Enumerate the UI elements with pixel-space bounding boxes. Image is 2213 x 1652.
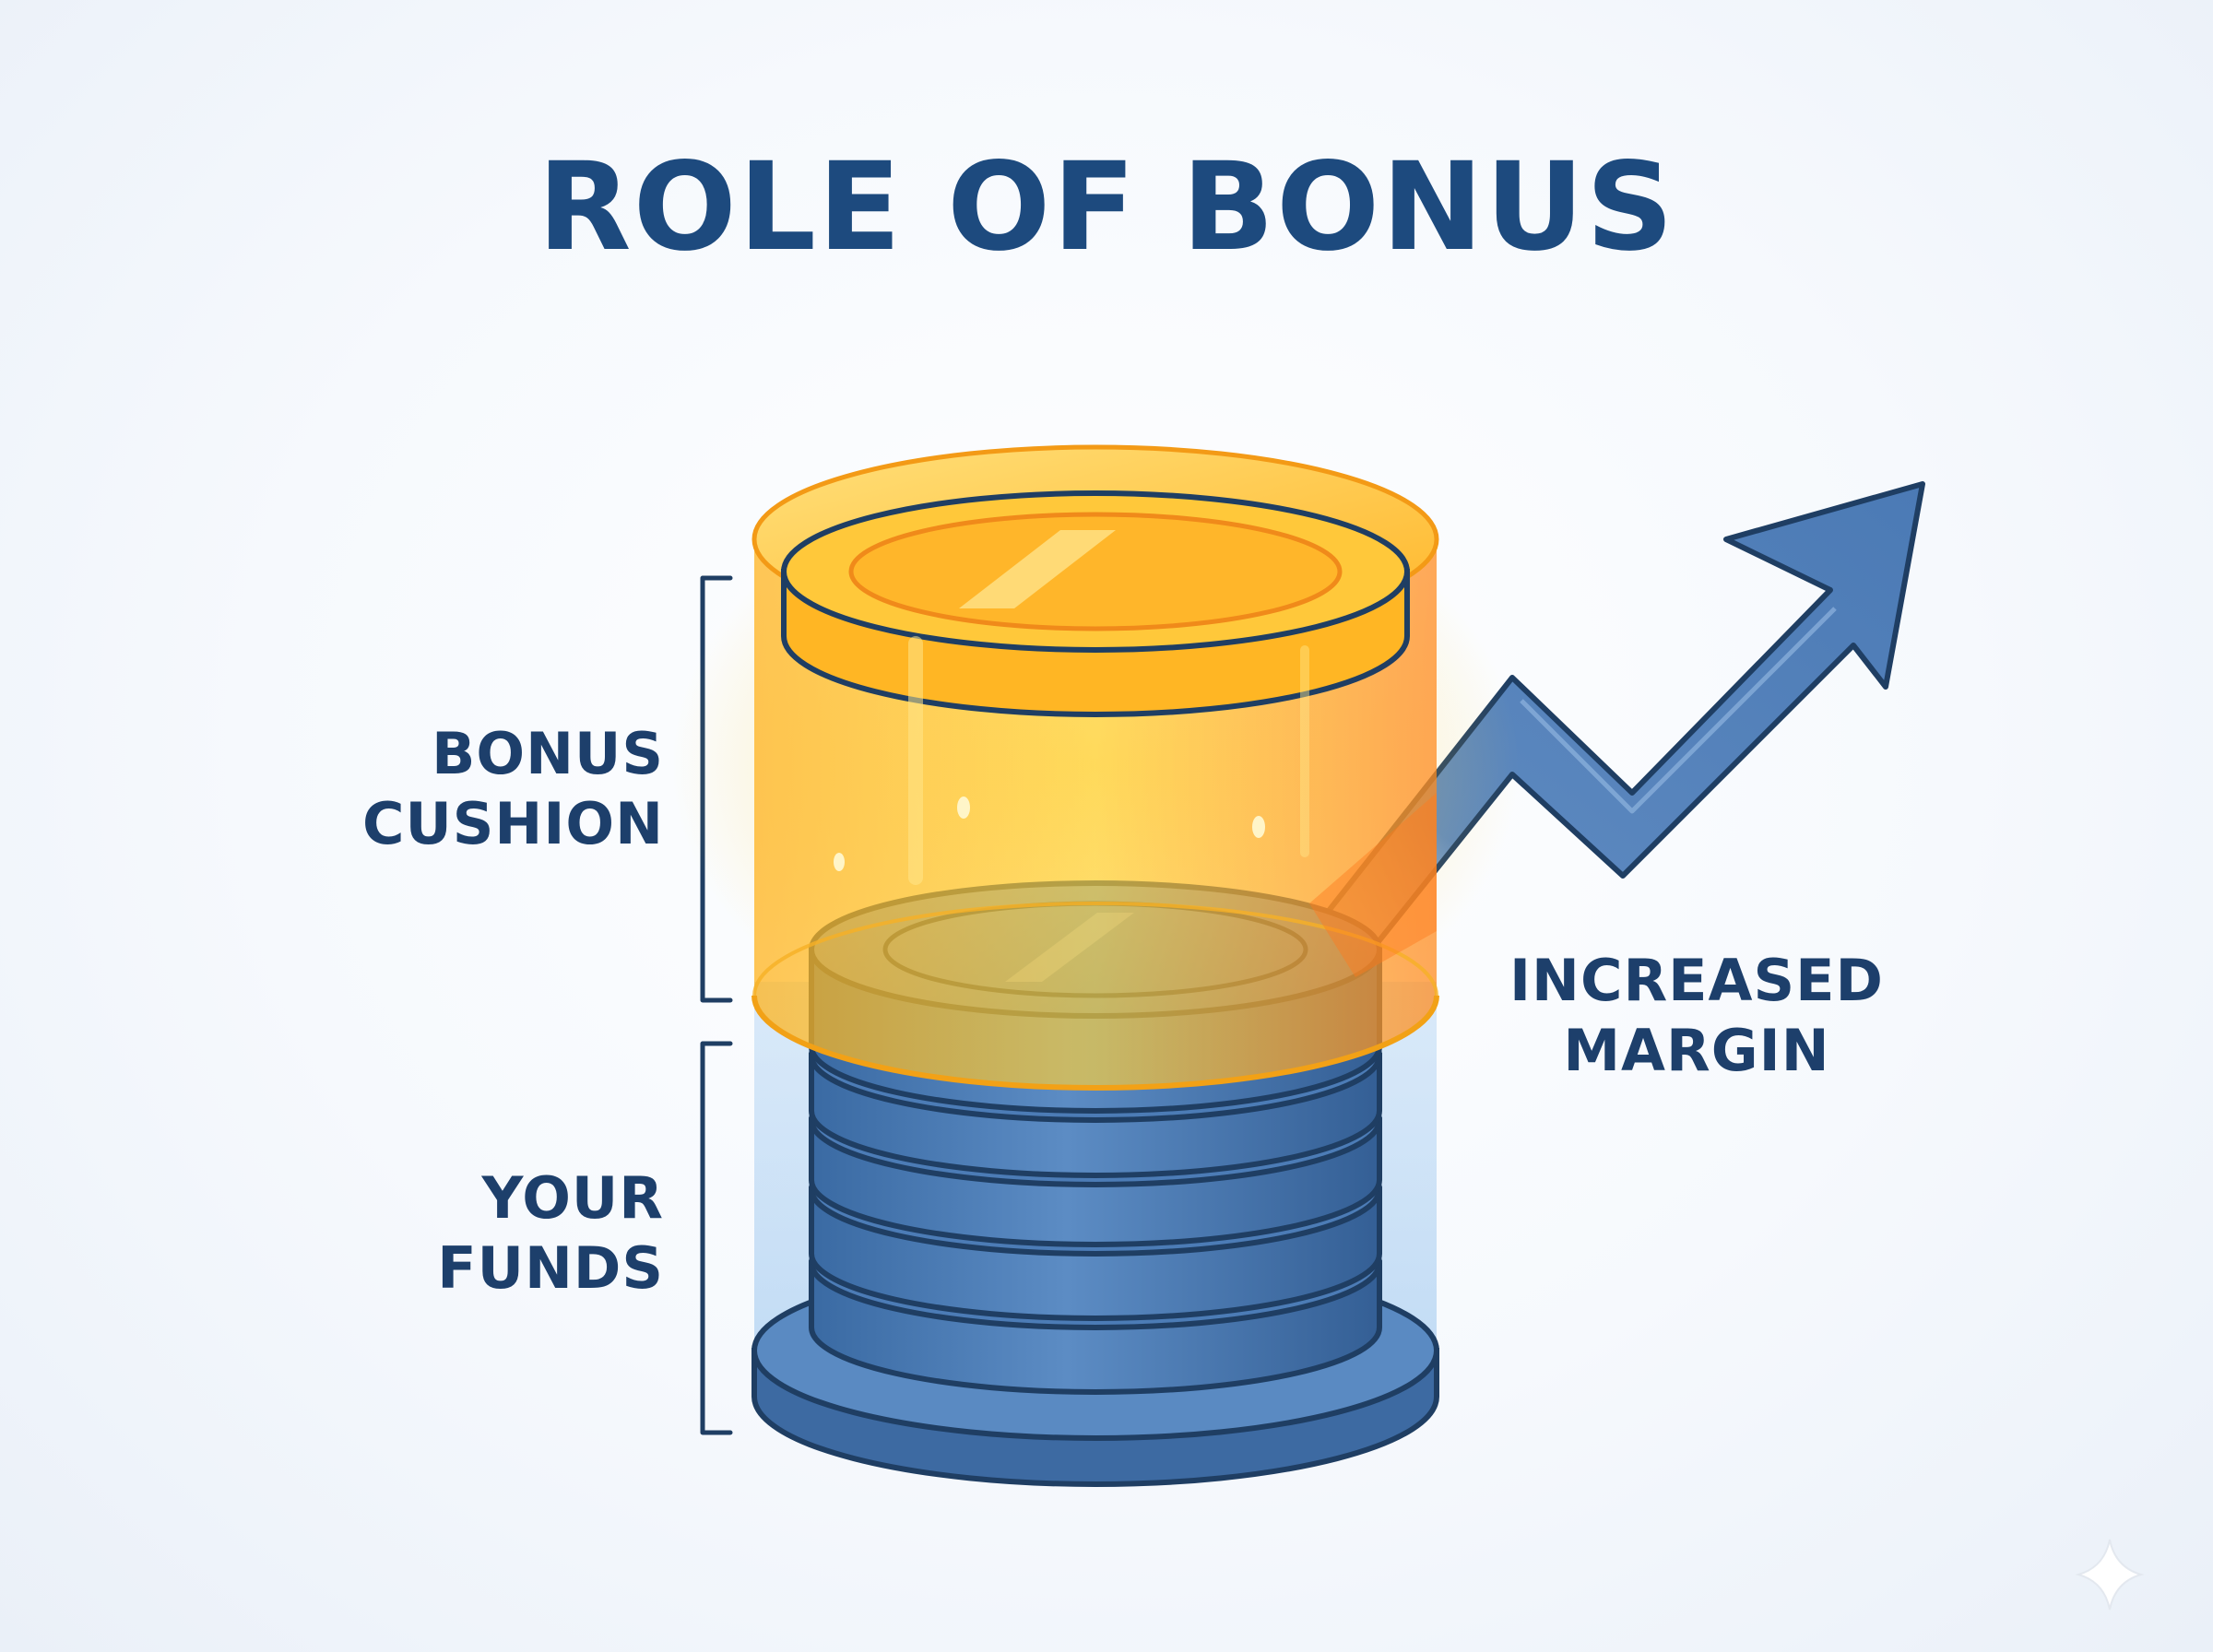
funds-coin-stack	[751, 880, 1439, 1487]
bonus-label-line-1: BONUS	[432, 720, 664, 787]
margin-label-line-1: INCREASED	[1509, 947, 1884, 1014]
funds-label-line-2: FUNDS	[437, 1234, 664, 1302]
bonus-cushion-label: BONUS CUSHION	[314, 719, 664, 859]
bonus-label-line-2: CUSHION	[361, 790, 664, 857]
your-funds-label: YOUR FUNDS	[314, 1163, 664, 1304]
bonus-cylinder	[751, 444, 1439, 1091]
page-title: ROLE OF BONUS	[538, 136, 1675, 278]
sparkle-icon	[2075, 1539, 2145, 1611]
funds-label-line-1: YOUR	[481, 1164, 664, 1232]
margin-label-line-2: MARGIN	[1563, 1017, 1830, 1084]
increased-margin-label: INCREASED MARGIN	[1485, 946, 1909, 1086]
funds-bracket	[700, 1041, 733, 1435]
